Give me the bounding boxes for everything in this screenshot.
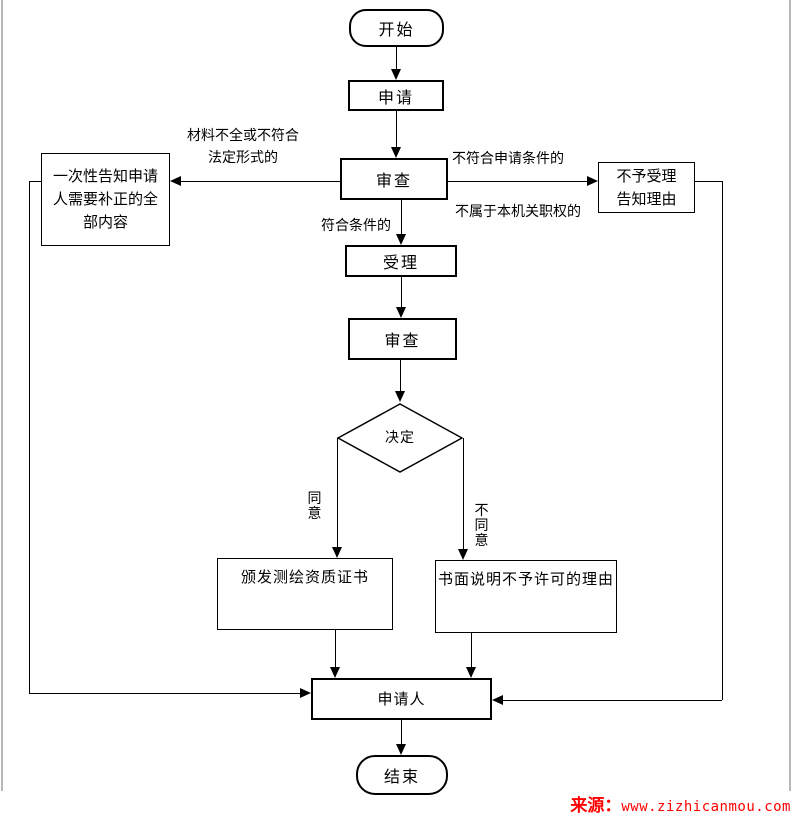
notify-correction-line2: 人需要补正的全 <box>52 191 158 208</box>
label-meets-conditions: 符合条件的 <box>321 217 391 233</box>
review-node-2: 审查 <box>348 318 457 360</box>
arrowhead-start-apply <box>391 69 401 80</box>
accept-node: 受理 <box>345 245 457 277</box>
issue-certificate-label: 颁发测绘资质证书 <box>240 569 369 586</box>
applicant-node: 申请人 <box>311 678 492 720</box>
connector-notaccept-applicant <box>503 700 722 701</box>
written-explanation-label: 书面说明不予许可的理由 <box>437 571 614 588</box>
arrowhead-review1-accept <box>396 234 406 245</box>
connector-decision-written <box>463 438 464 550</box>
label-agree: 同意 <box>307 490 322 521</box>
watermark: 来源：www.zizhicanmou.com <box>570 791 791 815</box>
decision-diamond: 决定 <box>336 403 464 473</box>
accept-label: 受理 <box>382 255 419 272</box>
arrowhead-review1-notaccept <box>587 176 598 186</box>
applicant-label: 申请人 <box>377 691 426 708</box>
review2-label: 审查 <box>384 333 421 350</box>
page-left-edge <box>1 0 3 791</box>
connector-apply-review1 <box>396 111 397 148</box>
notify-correction-line3: 部内容 <box>82 214 128 231</box>
page-right-edge <box>789 0 791 791</box>
arrowhead-notify-applicant <box>300 688 311 698</box>
watermark-url: www.zizhicanmou.com <box>621 799 791 815</box>
label-not-meet-conditions: 不符合申请条件的 <box>452 150 564 166</box>
connector-accept-review2 <box>401 277 402 309</box>
connector-notaccept-down <box>722 181 723 700</box>
connector-review1-notify <box>181 181 340 182</box>
end-node: 结束 <box>356 755 448 795</box>
connector-review1-notaccept <box>448 181 587 182</box>
end-label: 结束 <box>383 769 420 786</box>
arrowhead-notaccept-applicant <box>492 695 503 705</box>
diamond-shape <box>336 403 464 473</box>
start-label: 开始 <box>378 22 415 39</box>
apply-node: 申请 <box>348 80 444 111</box>
review-node-1: 审查 <box>340 158 448 200</box>
notify-correction-line1: 一次性告知申请 <box>52 168 158 185</box>
connector-review2-decision <box>400 360 401 392</box>
review1-label: 审查 <box>375 173 412 190</box>
watermark-prefix: 来源： <box>570 796 622 815</box>
label-not-within-authority: 不属于本机关职权的 <box>455 203 581 219</box>
connector-issue-applicant <box>335 630 336 668</box>
arrowhead-apply-review1 <box>391 147 401 158</box>
connector-notify-stub <box>29 181 41 182</box>
arrowhead-decision-issue <box>332 547 342 558</box>
label-disagree: 不同意 <box>474 502 489 548</box>
arrowhead-written-applicant <box>466 667 476 678</box>
decision-label: 决定 <box>385 429 415 445</box>
not-accept-node: 不予受理 告知理由 <box>598 162 695 213</box>
connector-notify-down <box>29 181 30 693</box>
connector-applicant-end <box>401 720 402 745</box>
arrowhead-review1-notify <box>170 176 181 186</box>
written-explanation-node: 书面说明不予许可的理由 <box>435 560 617 633</box>
connector-decision-issue <box>337 438 338 548</box>
connector-notify-applicant <box>29 693 301 694</box>
connector-notaccept-stub <box>695 181 722 182</box>
notify-correction-node: 一次性告知申请 人需要补正的全 部内容 <box>41 153 170 246</box>
materials-incomplete-line2: 法定形式的 <box>208 149 278 165</box>
materials-incomplete-line1: 材料不全或不符合 <box>187 127 299 143</box>
connector-start-apply <box>396 47 397 71</box>
connector-review1-accept <box>401 200 402 236</box>
arrowhead-accept-review2 <box>396 307 406 318</box>
arrowhead-decision-written <box>458 549 468 560</box>
connector-written-applicant <box>471 633 472 668</box>
arrowhead-applicant-end <box>396 744 406 755</box>
not-accept-line2: 告知理由 <box>616 190 677 208</box>
arrowhead-review2-decision <box>395 391 405 402</box>
label-materials-incomplete: 材料不全或不符合 法定形式的 <box>187 124 299 168</box>
arrowhead-issue-applicant <box>330 667 340 678</box>
not-accept-line1: 不予受理 <box>616 167 677 185</box>
issue-certificate-node: 颁发测绘资质证书 <box>217 558 393 630</box>
apply-label: 申请 <box>377 89 414 107</box>
start-node: 开始 <box>349 9 444 47</box>
